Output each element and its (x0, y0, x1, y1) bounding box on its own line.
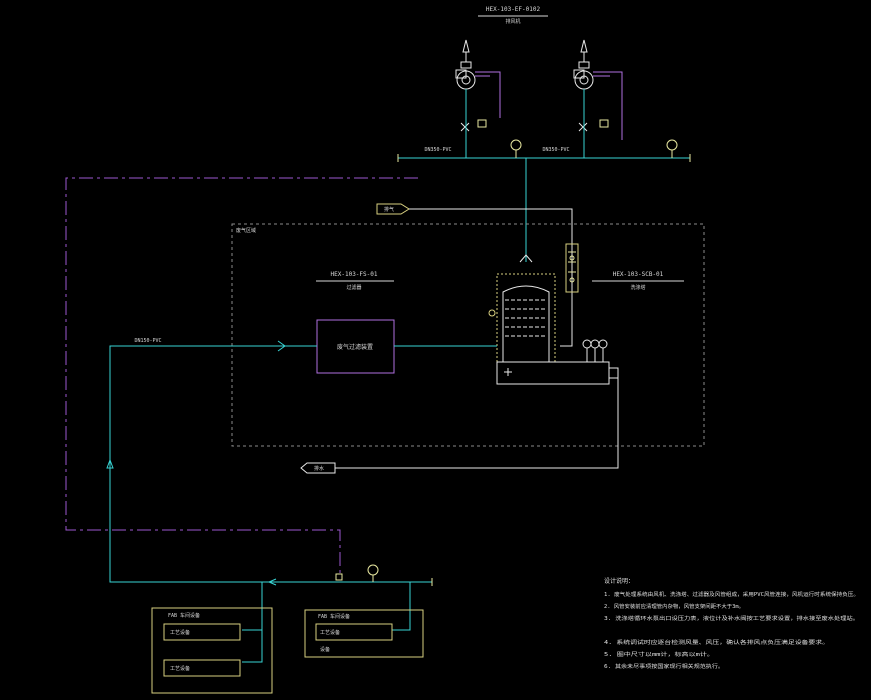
notes-line-5: 5. 图中尺寸以mm计，标高以m计。 (604, 651, 714, 658)
notes-line-1: 1. 废气处理系统由风机、洗涤塔、过滤器及风管组成，采用PVC风管连接，风机运行… (604, 591, 859, 598)
tool-b-row2: 设备 (320, 646, 330, 653)
scrubber-zone-box (231, 223, 705, 447)
drain-arrow-label: 排水 (314, 465, 324, 472)
drain-pipe (335, 378, 619, 469)
fan-sub-label: 排风机 (505, 18, 520, 25)
main-pipe-right-label: DN350-PVC (542, 147, 569, 153)
pressure-gauge-3 (367, 564, 379, 576)
system-boundary-line (65, 177, 418, 575)
instrument-column (565, 243, 579, 293)
design-notes: 设计说明： 1. 废气处理系统由风机、洗涤塔、过滤器及风管组成，采用PVC风管连… (604, 577, 859, 670)
notes-line-4: 4. 系统调试时应逐台检测风量、风压，确认各排风点负压满足设备要求。 (604, 639, 829, 646)
tool-b-row1: 工艺设备 (320, 629, 340, 636)
exhaust-fan-1 (455, 39, 501, 158)
notes-line-3: 3. 洗涤塔循环水泵出口设压力表，液位计及补水阀按工艺要求设置，排水接至废水处理… (604, 615, 859, 622)
notes-line-6: 6. 其余未尽事项按国家现行相关规范执行。 (604, 663, 724, 670)
scrubber-level-indicator (488, 309, 496, 317)
tool-a-row1: 工艺设备 (170, 629, 190, 636)
side-pipe-label: DN150-PVC (134, 338, 161, 344)
tank-gauge-1 (582, 339, 592, 349)
tool-a-row2: 工艺设备 (170, 665, 190, 672)
tank-gauge-3 (598, 339, 608, 349)
notes-line-2: 2. 风管安装前应清理管内杂物，风管支架间距不大于3m。 (604, 603, 744, 610)
main-pipe-left-label: DN350-PVC (424, 147, 451, 153)
zone-label: 废气区域 (236, 227, 256, 234)
inlet-arrow-tag (376, 203, 410, 215)
inlet-arrow-label: 排气 (384, 206, 394, 213)
exhaust-main-duct (109, 345, 432, 583)
fan-tag-label: HEX-103-EF-0102 (486, 6, 541, 13)
pressure-gauge-1 (510, 139, 522, 151)
process-tool-group-b (304, 609, 424, 658)
scrubber-tag-label: HEX-103-SCB-01 (613, 271, 664, 278)
process-tool-group-a (151, 607, 273, 694)
drain-arrow-tag (300, 462, 336, 474)
tank-gauge-2 (590, 339, 600, 349)
pressure-gauge-2 (666, 139, 678, 151)
scrubber-sub-label: 洗涤塔 (630, 284, 645, 291)
filter-sub-label: 过滤器 (346, 284, 361, 291)
tool-a-title: FAB 车间设备 (168, 612, 200, 619)
tool-b-title: FAB 车间设备 (318, 613, 350, 620)
exhaust-fan-2 (573, 39, 623, 158)
notes-title: 设计说明： (604, 577, 634, 585)
scrubber-tower (496, 254, 556, 363)
circulation-tank (496, 361, 610, 385)
filter-tag-label: HEX-103-FS-01 (331, 271, 378, 278)
filter-box-label: 废气过滤装置 (337, 343, 373, 351)
